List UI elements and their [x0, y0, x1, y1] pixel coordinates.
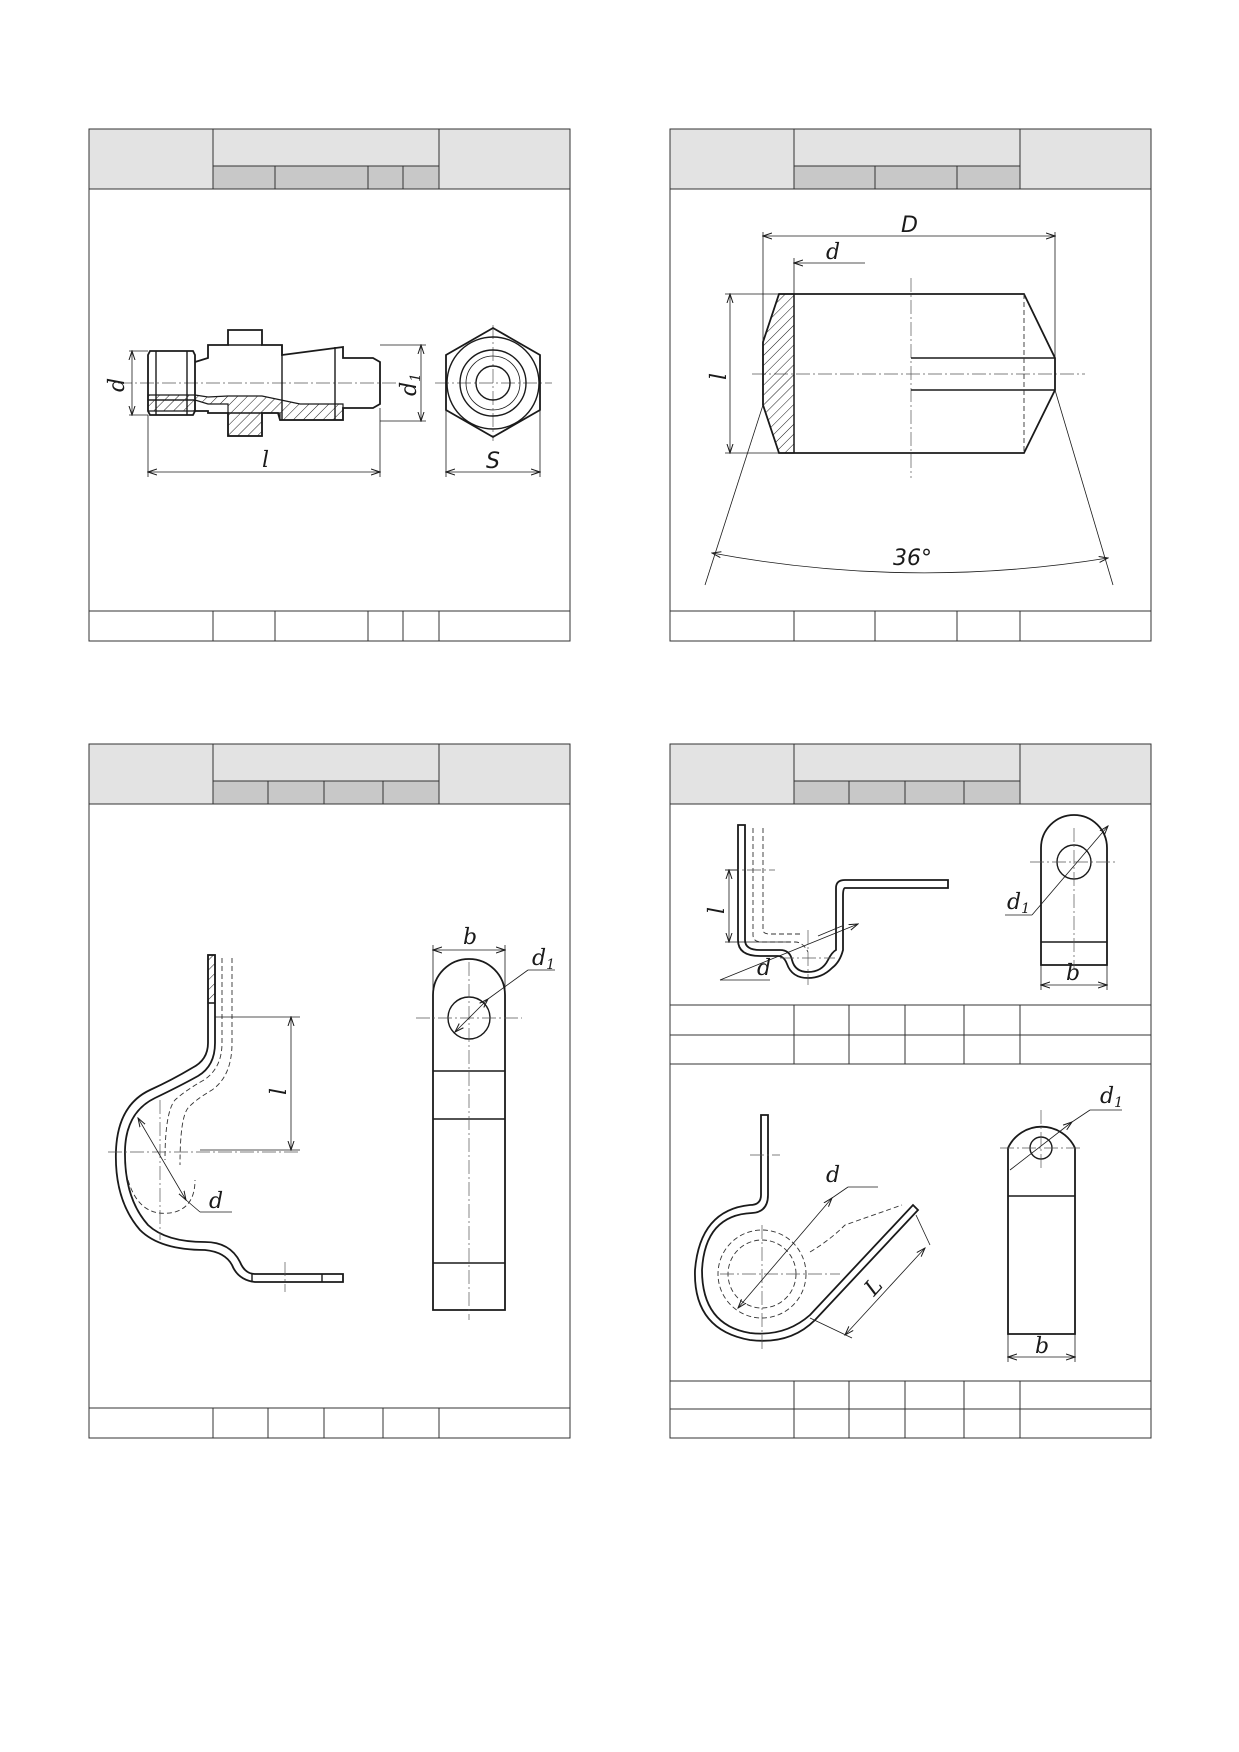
panel-2-footer — [669, 610, 1152, 642]
dim-label-d1-lower: d1 — [1100, 1084, 1123, 1111]
bracket-front-dimensions — [433, 945, 555, 1032]
panel-sleeve: D d l 36° — [669, 128, 1152, 642]
union-dimensions — [129, 345, 540, 477]
panel-clamp-variants: l d d1 b d L d1 b — [669, 743, 1152, 1439]
panel-4-footer — [669, 1380, 1152, 1439]
dim-label-d: d — [826, 240, 840, 265]
dim-label-d1-main: d — [397, 382, 422, 396]
dim-label-d1-main: d — [532, 946, 546, 971]
dim-label-l: l — [262, 448, 269, 473]
dim-label-b-upper: b — [1066, 961, 1080, 986]
dim-label-l: l — [267, 1088, 292, 1095]
sleeve-dimensions — [704, 232, 1114, 586]
angle-label: 36° — [893, 546, 932, 571]
panel-1-footer — [88, 610, 571, 642]
dim-label-d1-lower-main: d — [1100, 1084, 1114, 1109]
dim-label-d1-sub: 1 — [408, 373, 424, 382]
panel-3-header — [88, 743, 571, 805]
clamp-b-side-dimensions — [738, 1186, 931, 1339]
clamp-b-front-dimensions — [1008, 1109, 1122, 1362]
union-end-view — [435, 325, 552, 441]
panel-2-header — [669, 128, 1152, 190]
panel-3-footer — [88, 1407, 571, 1439]
dim-label-d1-sub: 1 — [546, 957, 555, 973]
sleeve-view — [752, 278, 1085, 478]
dim-label-b-lower: b — [1035, 1334, 1049, 1359]
clamp-b-front-view — [1000, 1110, 1083, 1335]
panel-1-header — [88, 128, 571, 190]
dim-label-b: b — [463, 925, 477, 950]
dim-label-d-upper: d — [757, 956, 771, 981]
dim-label-d1-lower-sub: 1 — [1114, 1095, 1123, 1111]
dim-label-d1: d1 — [532, 946, 555, 973]
union-side-view — [118, 329, 400, 437]
bracket-side-dimensions — [138, 1017, 300, 1213]
dim-label-l: l — [707, 373, 732, 380]
panel-4-header — [669, 743, 1152, 805]
dim-label-d1: d1 — [397, 373, 424, 396]
dim-label-d1-upper-sub: 1 — [1021, 901, 1030, 917]
dim-label-s: S — [486, 449, 500, 474]
dim-label-D: D — [901, 213, 918, 238]
panel-union-fitting: d d1 l S — [88, 128, 571, 642]
panel-clamp-bracket: b d1 l d — [88, 743, 571, 1439]
dim-label-d1-upper: d1 — [1007, 890, 1030, 917]
dim-label-L-lower: L — [859, 1273, 888, 1301]
dim-label-l-upper: l — [705, 907, 730, 914]
dim-label-d: d — [105, 378, 130, 392]
clamp-a-front-view — [1030, 814, 1118, 970]
dim-label-d: d — [209, 1189, 223, 1214]
clamp-a-side-view — [725, 824, 949, 985]
dim-label-d-lower: d — [826, 1163, 840, 1188]
clamp-b-side-view — [694, 1114, 920, 1350]
clamp-a-side-dimensions — [719, 870, 858, 981]
bracket-side-view — [108, 954, 344, 1292]
clamp-a-front-dimensions — [1005, 826, 1108, 990]
panel-4-middle-table — [669, 1004, 1152, 1065]
dim-label-d1-upper-main: d — [1007, 890, 1021, 915]
bracket-front-view — [416, 958, 522, 1320]
